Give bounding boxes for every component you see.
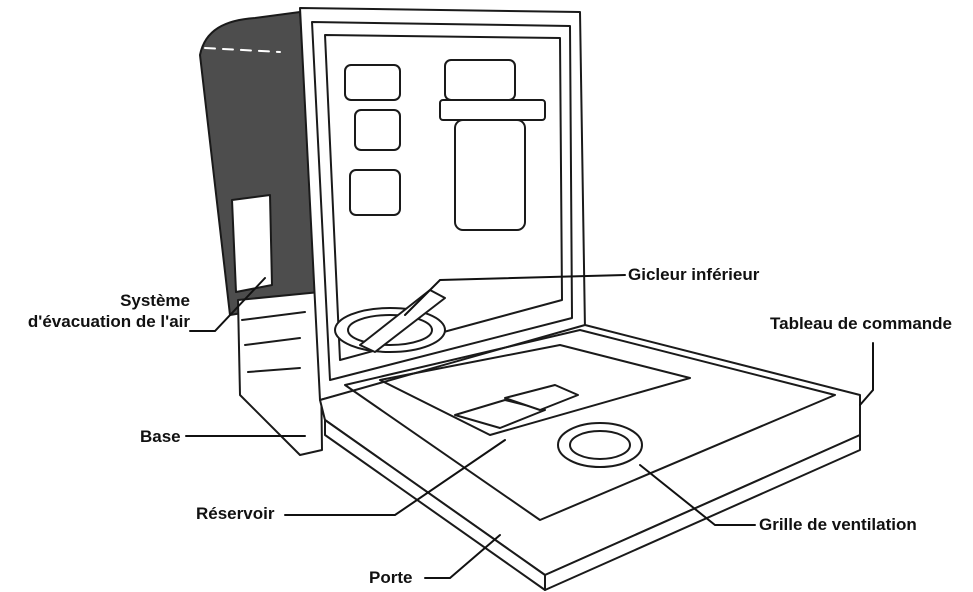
side-bracket	[231, 194, 273, 293]
leader-gicleur	[404, 274, 626, 316]
label-reservoir: Réservoir	[196, 504, 275, 523]
leader-reservoir	[284, 439, 506, 516]
leader-grille	[639, 464, 756, 526]
label-systeme-line1: Système	[120, 291, 190, 310]
leader-porte	[424, 534, 501, 579]
label-grille: Grille de ventilation	[759, 515, 917, 534]
label-systeme-line2: d'évacuation de l'air	[27, 312, 190, 332]
label-gicleur: Gicleur inférieur	[628, 265, 760, 284]
leader-systeme	[189, 277, 266, 332]
label-systeme: Système d'évacuation de l'air	[0, 290, 190, 333]
label-base: Base	[140, 427, 181, 446]
reservoir-box	[454, 399, 546, 429]
base-housing	[237, 291, 323, 456]
label-tableau: Tableau de commande	[770, 314, 953, 333]
leader-tableau	[859, 342, 874, 406]
label-porte: Porte	[369, 568, 413, 587]
spray-arm	[359, 289, 446, 353]
side-panel-dash	[204, 47, 281, 53]
